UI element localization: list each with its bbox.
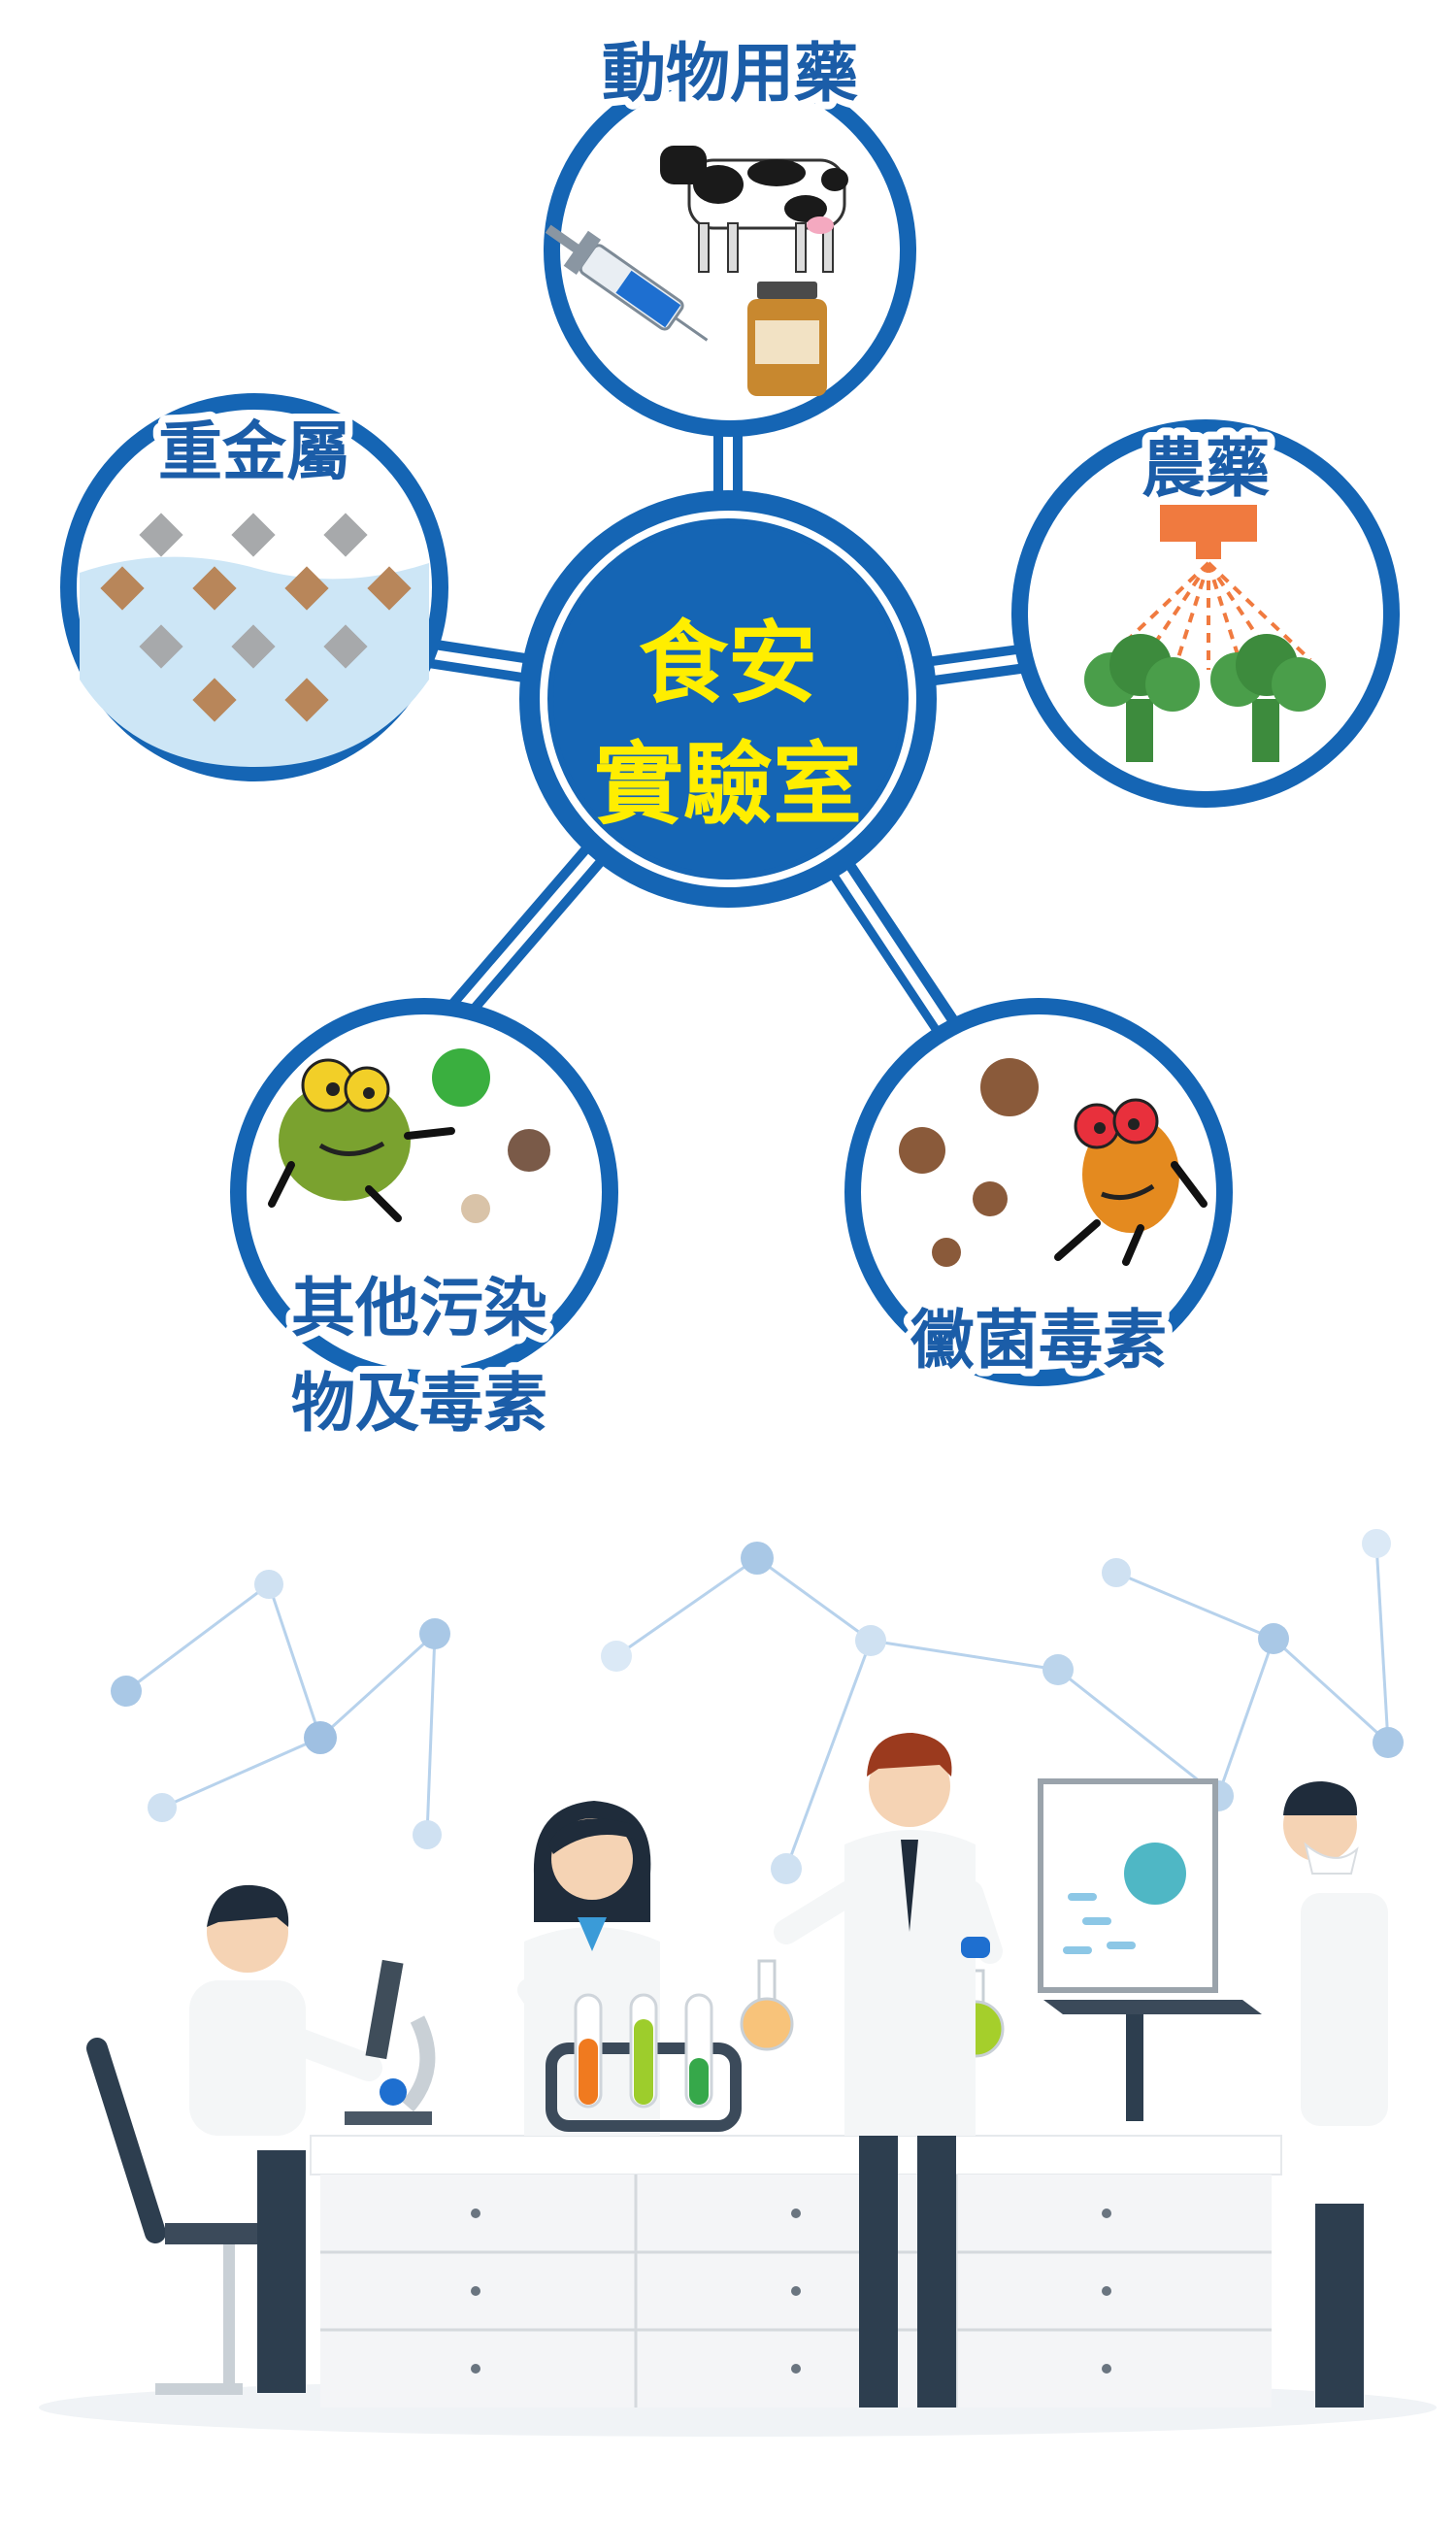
- medicine-bottle-icon: [747, 282, 827, 396]
- center-title-line1: 食安: [639, 612, 817, 715]
- spray-lines: [1105, 561, 1312, 671]
- broccoli-icon: [1084, 634, 1326, 762]
- label-pesticides: 農藥: [1142, 431, 1270, 506]
- computer-monitor-icon: [1038, 1778, 1262, 2121]
- node-other-contaminants: [230, 998, 618, 1386]
- test-tube-rack-icon: [546, 1993, 742, 2132]
- male-scientist: [774, 1733, 1003, 2408]
- mold-spore-icons: [899, 1058, 1039, 1267]
- node-heavy-metals: [60, 393, 448, 781]
- sprayer-icon: [1160, 505, 1257, 559]
- germ-splat-icons: [432, 1048, 550, 1223]
- lab-scene: [39, 1733, 1437, 2437]
- lab-counter: [310, 2135, 1282, 2408]
- green-germ-character: [268, 1058, 455, 1222]
- cow-illustration: [660, 146, 848, 273]
- network-nodes: [111, 1529, 1404, 1884]
- label-mycotoxins: 黴菌毒素: [910, 1303, 1167, 1378]
- label-heavy-metals: 重金屬: [158, 415, 350, 489]
- seated-scientist: [86, 1884, 382, 2395]
- center-title-line2: 實驗室: [594, 733, 862, 837]
- node-pesticides: [1011, 419, 1400, 808]
- orange-germ-character: [1054, 1098, 1208, 1266]
- label-other-contaminants-line2: 物及毒素: [291, 1366, 547, 1441]
- right-scientist: [1283, 1781, 1388, 2408]
- microscope-icon: [345, 1959, 436, 2125]
- label-other-contaminants-line1: 其他污染: [291, 1271, 547, 1345]
- molecular-network: [125, 1543, 1390, 1870]
- label-veterinary-drugs: 動物用藥: [602, 36, 858, 111]
- node-mycotoxins: [844, 998, 1233, 1386]
- syringe-icon: [545, 224, 709, 342]
- node-labels: 動物用藥 重金屬 農藥 其他污染 物及毒素 黴菌毒素: [150, 28, 1277, 1448]
- node-veterinary-drugs: [544, 64, 916, 437]
- center-hub: 食安 實驗室: [519, 490, 937, 908]
